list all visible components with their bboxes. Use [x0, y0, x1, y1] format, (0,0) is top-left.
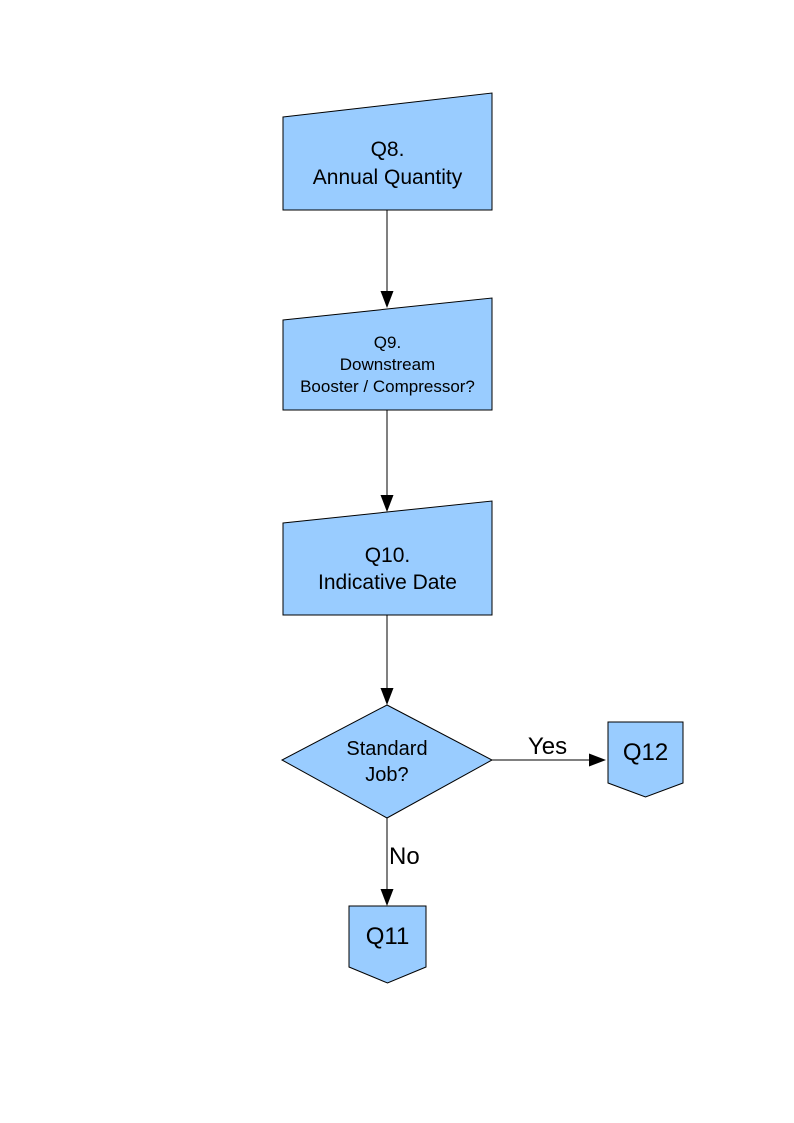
no-edge-label: No [389, 843, 420, 870]
arrow-head-down [380, 688, 394, 705]
connector-q9-q10 [380, 410, 394, 512]
standard-job-decision-shape [280, 704, 494, 819]
connector-q8-q9 [380, 210, 394, 308]
q11-shape [348, 905, 427, 984]
connector-yes-decision-q12 [492, 753, 606, 767]
q12-shape [607, 721, 684, 798]
arrow-head-down [380, 495, 394, 512]
arrow-head-down [380, 291, 394, 308]
q8-shape [282, 92, 493, 211]
connector-q10-decision [380, 615, 394, 705]
q9-shape [282, 297, 493, 411]
yes-edge-label: Yes [527, 733, 568, 760]
connector-no-decision-q11 [380, 818, 394, 906]
arrow-head-down [380, 889, 394, 906]
q10-shape [282, 500, 493, 616]
arrow-head-right [589, 753, 606, 767]
